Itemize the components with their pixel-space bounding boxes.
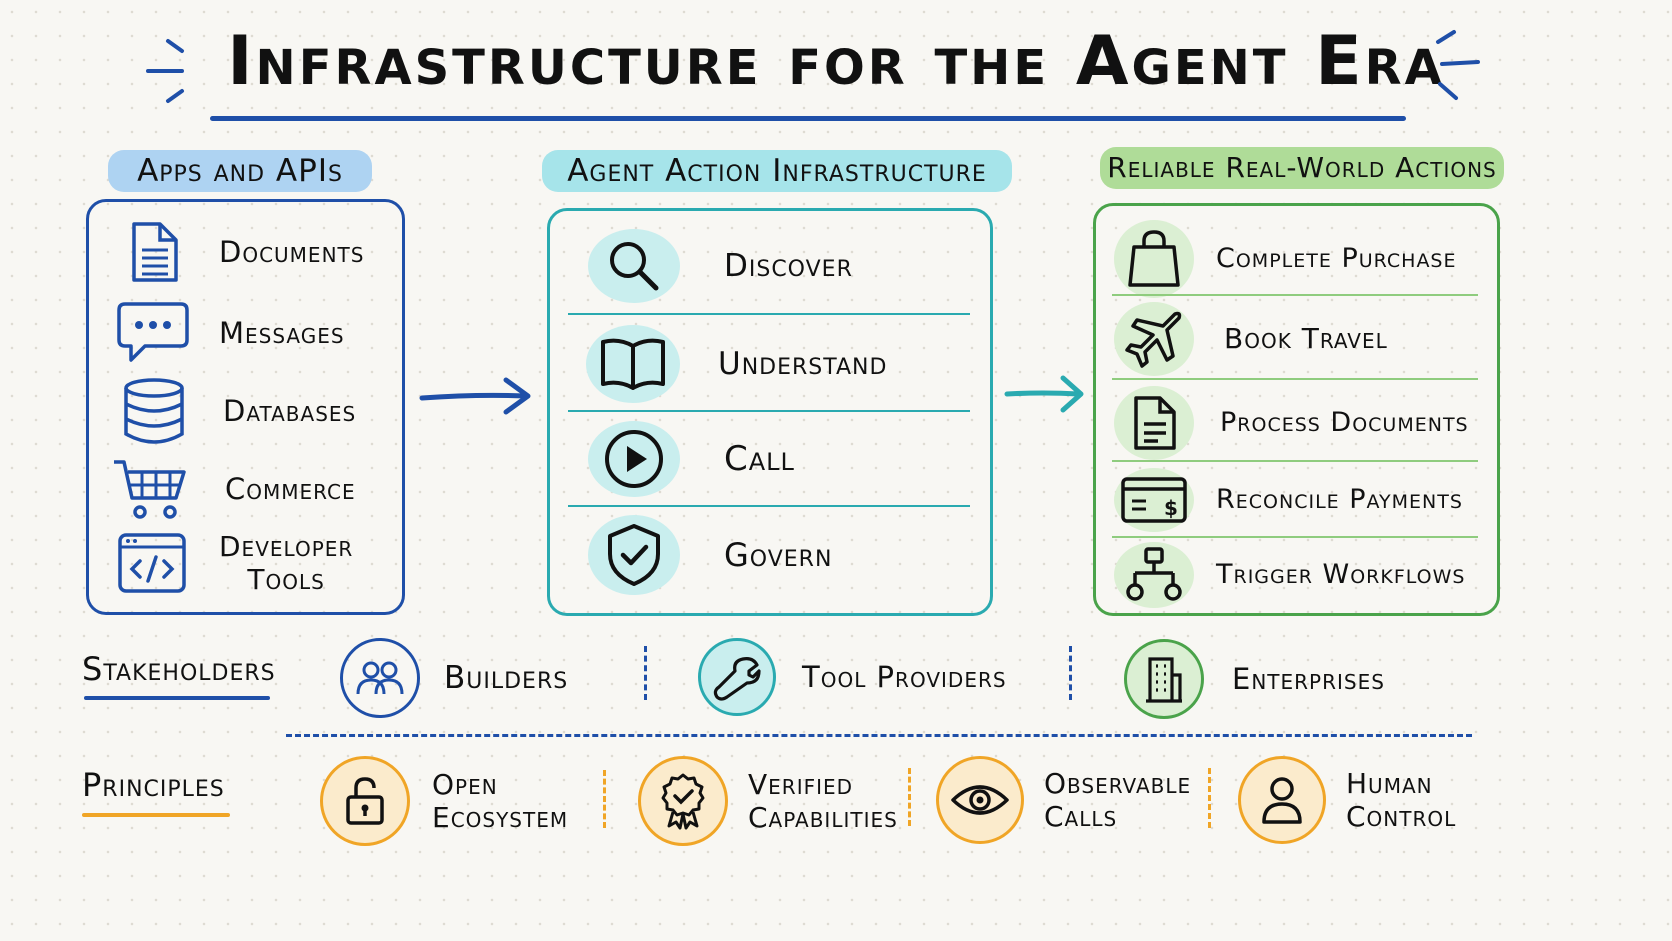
apps-item-messages: Messages: [115, 300, 345, 366]
payment-card-icon: $: [1114, 468, 1194, 532]
database-icon: [121, 378, 187, 444]
actions-item-process-documents: Process Documents: [1114, 386, 1469, 460]
infra-item-label: Govern: [724, 536, 833, 574]
stakeholder-label: Builders: [444, 660, 569, 696]
apps-item-developer-tools: Developer Tools: [115, 530, 353, 596]
stakeholder-tool-providers: Tool Providers: [698, 638, 1007, 716]
principle-label: Open Ecosystem: [432, 768, 569, 834]
chat-bubble-icon: [115, 300, 191, 366]
divider: [1112, 294, 1478, 296]
title-underline: [210, 116, 1406, 121]
actions-item-reconcile-payments: $ Reconcile Payments: [1114, 468, 1463, 532]
apps-item-documents: Documents: [119, 220, 364, 284]
shopping-cart-icon: [111, 458, 191, 520]
divider: [1069, 646, 1072, 700]
principle-open-ecosystem: Open Ecosystem: [320, 756, 568, 846]
infra-panel: Discover Understand Call Govern: [547, 208, 993, 616]
section-divider: [286, 734, 1472, 737]
magnifier-icon: [588, 229, 680, 303]
principle-human-control: Human Control: [1238, 756, 1456, 844]
actions-panel: Complete Purchase Book Travel Process Do…: [1093, 203, 1500, 616]
divider: [1208, 768, 1211, 828]
apps-item-databases: Databases: [121, 378, 356, 444]
left-sparkle-icon: [146, 39, 184, 103]
building-icon: [1124, 639, 1204, 719]
arrow-right-icon: [1004, 375, 1084, 413]
divider: [568, 410, 970, 412]
play-icon: [588, 421, 680, 497]
principles-heading: Principles: [82, 766, 225, 804]
divider: [644, 646, 647, 700]
infra-heading: Agent Action Infrastructure: [542, 150, 1012, 192]
apps-item-label: Messages: [219, 316, 345, 350]
stakeholder-label: Enterprises: [1232, 662, 1385, 696]
actions-item-complete-purchase: Complete Purchase: [1114, 220, 1457, 298]
divider: [1112, 378, 1478, 380]
actions-item-label: Process Documents: [1220, 407, 1469, 438]
stakeholder-label: Tool Providers: [802, 660, 1007, 694]
badge-check-icon: [638, 756, 728, 846]
infra-item-understand: Understand: [586, 325, 887, 403]
principle-label: Human Control: [1346, 767, 1457, 833]
actions-item-book-travel: Book Travel: [1114, 302, 1388, 376]
actions-item-trigger-workflows: Trigger Workflows: [1114, 542, 1466, 608]
apps-item-label: Developer Tools: [219, 530, 354, 596]
shield-check-icon: [588, 515, 680, 595]
principle-label: Verified Capabilities: [748, 768, 898, 834]
open-book-icon: [586, 325, 680, 403]
workflow-icon: [1114, 542, 1194, 608]
actions-item-label: Book Travel: [1224, 322, 1388, 355]
svg-text:$: $: [1164, 496, 1178, 520]
apps-item-label: Documents: [219, 235, 365, 269]
apps-item-label: Databases: [223, 394, 357, 428]
page-title: Infrastructure for the Agent Era: [227, 22, 1445, 101]
infra-item-label: Call: [724, 439, 795, 479]
stakeholders-underline: [84, 696, 270, 700]
actions-item-label: Reconcile Payments: [1216, 484, 1463, 515]
divider: [908, 768, 911, 826]
stakeholders-heading: Stakeholders: [82, 650, 276, 688]
people-icon: [340, 638, 420, 718]
document-icon: [1114, 386, 1194, 460]
arrow-right-icon: [419, 377, 531, 415]
divider: [568, 313, 970, 315]
actions-item-label: Trigger Workflows: [1216, 559, 1466, 590]
person-icon: [1238, 756, 1326, 844]
stakeholder-enterprises: Enterprises: [1124, 639, 1385, 719]
airplane-icon: [1114, 302, 1194, 376]
padlock-open-icon: [320, 756, 410, 846]
actions-heading: Reliable Real-World Actions: [1100, 147, 1504, 189]
principle-label: Observable Calls: [1044, 767, 1192, 833]
principle-verified-capabilities: Verified Capabilities: [638, 756, 898, 846]
wrench-icon: [698, 638, 776, 716]
shopping-bag-icon: [1114, 220, 1194, 298]
apps-panel: Documents Messages Databases Commerce De…: [86, 199, 405, 615]
apps-heading: Apps and APIs: [108, 150, 372, 192]
principles-underline: [82, 813, 230, 817]
divider: [1112, 460, 1478, 462]
code-window-icon: [115, 530, 189, 596]
divider: [1112, 536, 1478, 538]
infra-item-call: Call: [588, 421, 795, 497]
stakeholder-builders: Builders: [340, 638, 568, 718]
apps-item-commerce: Commerce: [111, 458, 356, 520]
actions-item-label: Complete Purchase: [1216, 243, 1457, 274]
document-icon: [119, 220, 189, 284]
apps-item-label: Commerce: [225, 472, 356, 506]
divider: [568, 505, 970, 507]
infra-item-discover: Discover: [588, 229, 853, 303]
eye-icon: [936, 756, 1024, 844]
infra-item-label: Discover: [724, 248, 853, 284]
infra-item-govern: Govern: [588, 515, 832, 595]
infra-item-label: Understand: [718, 346, 888, 382]
principle-observable-calls: Observable Calls: [936, 756, 1191, 844]
divider: [603, 770, 606, 828]
right-sparkle-icon: [1436, 30, 1480, 100]
